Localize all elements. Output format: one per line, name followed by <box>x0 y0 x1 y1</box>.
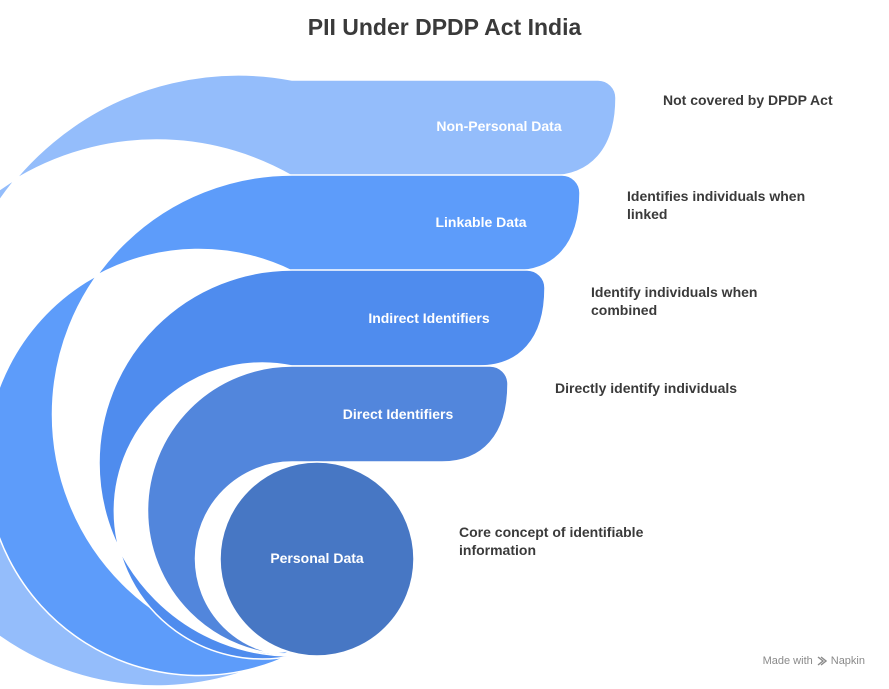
description-direct-identifiers: Directly identify individuals <box>555 380 738 396</box>
layer-personal-data <box>219 461 415 657</box>
diagram-title: PII Under DPDP Act India <box>307 14 582 40</box>
layer-label-linkable-data: Linkable Data <box>435 214 526 230</box>
description-non-personal-data: Not covered by DPDP Act <box>663 92 833 108</box>
layer-direct-identifiers <box>146 365 509 656</box>
layer-label-non-personal-data: Non-Personal Data <box>436 118 561 134</box>
made-with-napkin-footer: Made with Napkin <box>763 655 865 667</box>
layer-label-direct-identifiers: Direct Identifiers <box>343 406 454 422</box>
layer-indirect-identifiers <box>98 269 546 660</box>
made-with-label: Made with <box>762 655 813 667</box>
description-linkable-data: Identifies individuals when linked <box>627 188 806 222</box>
layer-label-personal-data: Personal Data <box>270 550 364 566</box>
description-personal-data: Core concept of identifiable information <box>459 524 644 558</box>
description-indirect-identifiers: Identify individuals when combined <box>591 284 758 318</box>
napkin-logo-icon <box>817 656 827 666</box>
layer-label-indirect-identifiers: Indirect Identifiers <box>368 310 490 326</box>
napkin-brand-label: Napkin <box>830 655 865 667</box>
